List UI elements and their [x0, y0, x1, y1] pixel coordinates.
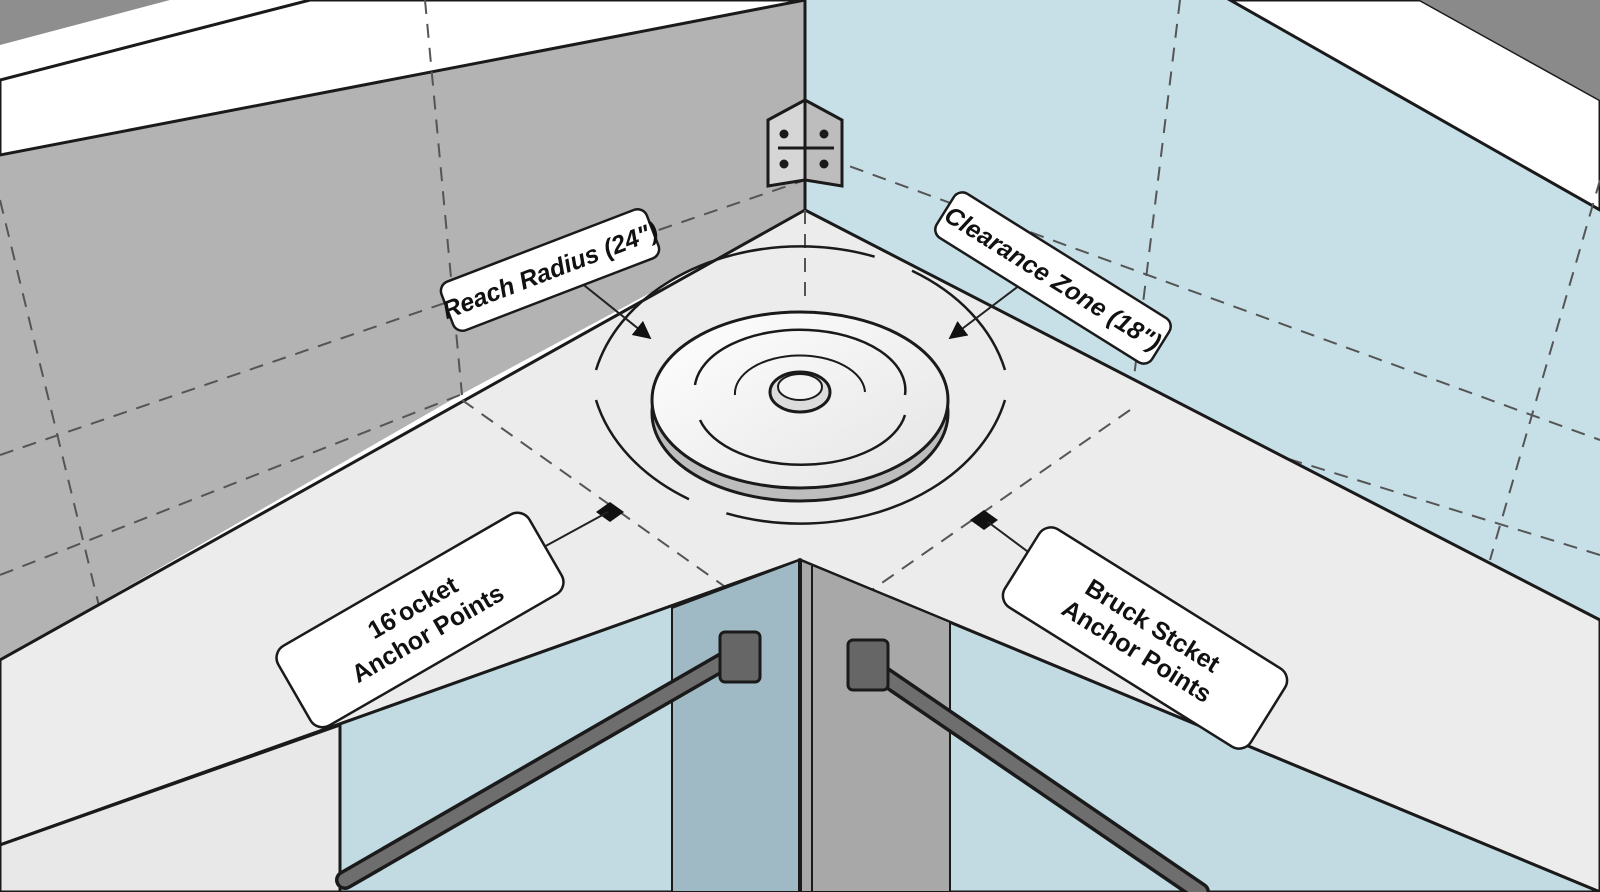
corner-bracket-icon: [766, 97, 844, 188]
left-wall-top-edge: [0, 0, 806, 157]
clearance-zone-ring: [594, 245, 1007, 525]
right-wall-top-edge-dark: [1420, 0, 1600, 100]
cabinet-handle-left: [335, 630, 762, 890]
cabinet-handle-right: [846, 638, 1210, 892]
right-wall-top-edge: [1226, 0, 1600, 212]
cabinet-front-left-shade: [0, 722, 342, 892]
left-wall-top-edge-dark: [0, 0, 170, 45]
anchor-point-marker-icon: [596, 502, 624, 522]
right-wall: [805, 0, 1600, 620]
lazy-susan-turntable-icon: [650, 310, 950, 503]
left-wall: [0, 0, 805, 660]
cabinet-stile-left: [671, 558, 801, 892]
